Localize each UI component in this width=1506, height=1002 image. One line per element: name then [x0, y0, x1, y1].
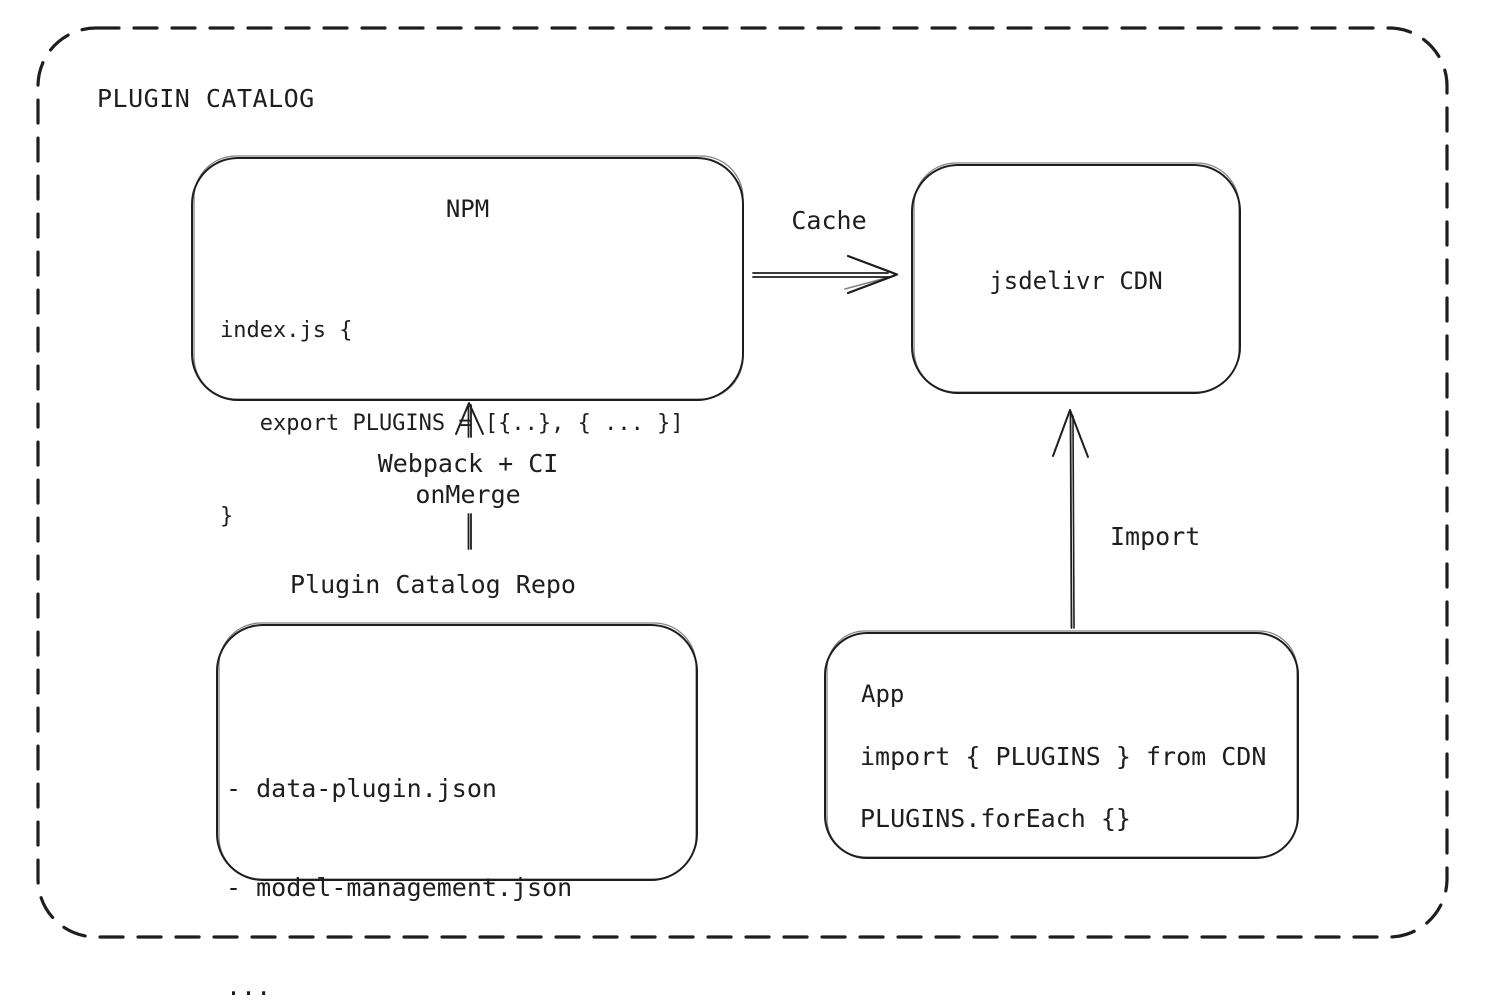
cache-arrow-head	[846, 254, 899, 295]
cdn-box	[911, 162, 1241, 394]
app-box-outline	[824, 632, 1299, 859]
app-code-line: import { PLUGINS } from CDN	[860, 742, 1267, 771]
repo-box-title: Plugin Catalog Repo	[290, 570, 576, 599]
cache-arrow-head-echo	[844, 275, 894, 290]
repo-box-outline	[216, 624, 698, 881]
cache-arrow	[752, 254, 899, 295]
npm-code-block: index.js { export PLUGINS = [{..}, { ...…	[220, 253, 684, 594]
build-arrow-label-line1: Webpack + CI	[377, 449, 559, 478]
repo-file-item: - data-plugin.json	[226, 774, 497, 803]
npm-box-title: NPM	[445, 195, 490, 223]
outer-boundary-outline	[36, 26, 1449, 939]
build-arrow-head	[455, 402, 484, 435]
npm-code-line: export PLUGINS = [{..}, { ... }]	[220, 411, 684, 436]
npm-box-outline-echo	[193, 155, 744, 400]
build-arrow-label-line2: onMerge	[415, 480, 521, 509]
repo-box	[216, 622, 698, 881]
import-arrow-label: Import	[1110, 522, 1201, 551]
app-code-line: PLUGINS.forEach {}	[860, 804, 1131, 833]
repo-file-item: - model-management.json	[226, 873, 573, 902]
cdn-box-label: jsdelivr CDN	[989, 267, 1163, 295]
npm-box	[191, 155, 744, 401]
import-arrow	[1052, 409, 1089, 629]
cdn-box-outline	[911, 164, 1241, 394]
diagram-title: PLUGIN CATALOG	[97, 84, 315, 113]
app-box	[824, 630, 1299, 859]
import-arrow-head	[1052, 409, 1089, 458]
app-box-outline-echo	[826, 630, 1298, 858]
build-arrow	[455, 402, 484, 438]
import-arrow-shaft-right	[1072, 415, 1075, 629]
cache-arrow-label: Cache	[791, 206, 867, 235]
cdn-box-outline-echo	[913, 162, 1240, 393]
npm-code-line: }	[220, 504, 234, 529]
repo-file-item: ...	[226, 972, 272, 1001]
repo-file-list: - data-plugin.json - model-management.js…	[226, 706, 572, 1002]
app-box-title: App	[861, 680, 905, 708]
repo-box-outline-echo	[218, 622, 697, 880]
import-arrow-shaft-left	[1069, 413, 1073, 629]
build-connector	[467, 513, 472, 550]
npm-code-line: index.js {	[220, 318, 353, 343]
outer-boundary	[36, 26, 1449, 939]
